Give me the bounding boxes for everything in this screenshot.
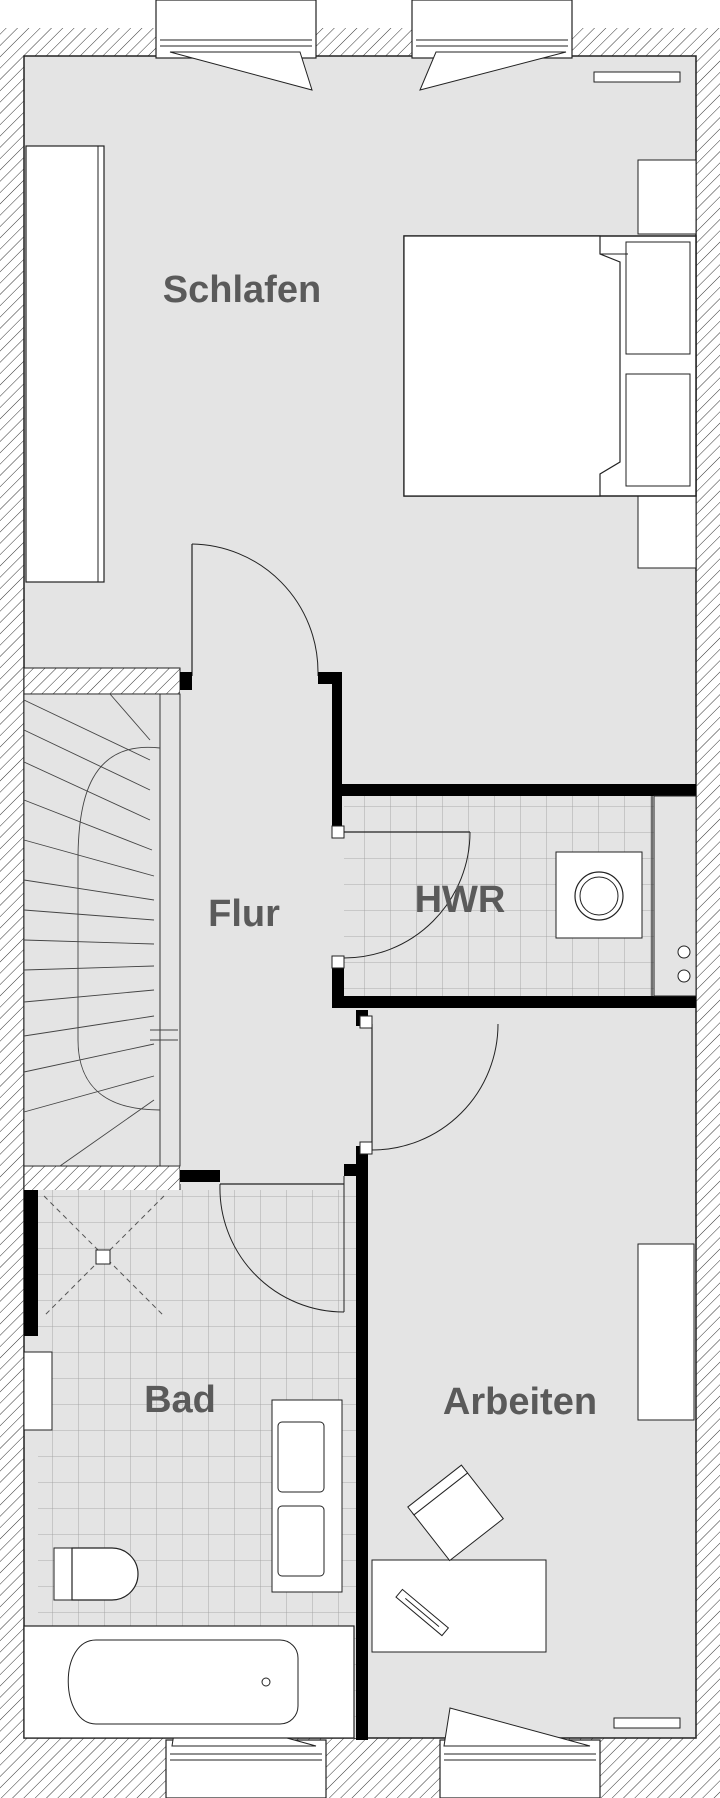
hwr-floor <box>344 796 696 996</box>
wardrobe <box>25 145 105 583</box>
radiator-top <box>593 71 681 83</box>
bathtub <box>23 1625 355 1739</box>
wall-stair-bottom <box>23 1165 181 1193</box>
wall-stair-top <box>23 667 181 695</box>
room-label-bad: Bad <box>144 1379 216 1421</box>
monitor <box>395 1588 450 1637</box>
shelf-arbeiten <box>637 1243 695 1421</box>
flur-floor <box>180 676 338 1184</box>
desk <box>371 1559 547 1653</box>
washbasin-top <box>277 1421 325 1493</box>
nightstand-bottom <box>637 493 697 569</box>
towel-rail <box>23 1351 53 1431</box>
staircase <box>23 693 181 1167</box>
window-top-left <box>155 0 317 91</box>
washbasin-bottom <box>277 1505 325 1577</box>
room-label-schlafen: Schlafen <box>163 269 321 311</box>
room-label-arbeiten: Arbeiten <box>443 1381 597 1423</box>
window-top-right <box>411 0 573 91</box>
door-hwr <box>331 825 471 969</box>
office-chair <box>407 1464 504 1562</box>
room-label-hwr: HWR <box>415 879 506 921</box>
room-label-flur: Flur <box>208 893 280 935</box>
double-bed <box>403 235 697 497</box>
shower <box>43 1195 165 1317</box>
hwr-shelf <box>653 795 697 997</box>
window-bottom-right <box>439 1707 601 1798</box>
toilet <box>53 1547 139 1601</box>
door-bad <box>219 1176 345 1313</box>
nightstand-top <box>637 159 697 235</box>
radiator-bottom <box>613 1717 681 1729</box>
door-arbeiten <box>359 1015 499 1155</box>
